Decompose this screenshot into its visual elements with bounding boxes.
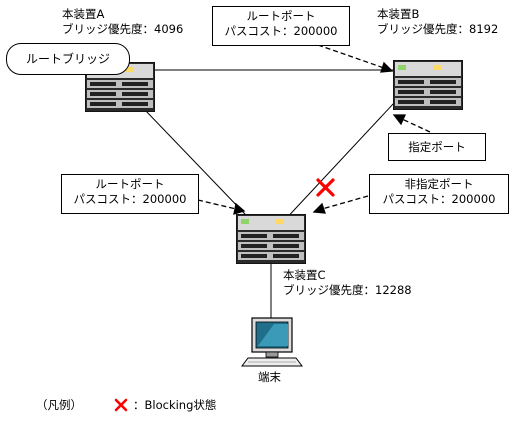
root-bridge-tag: ルートブリッジ bbox=[6, 43, 130, 75]
switch-chassis-icon bbox=[235, 213, 307, 268]
arrow-head bbox=[380, 61, 394, 73]
callout-line: パスコスト：200000 bbox=[224, 24, 338, 38]
legend-text: ：Blocking状態 bbox=[133, 398, 217, 412]
callout-b-designated-port: 指定ポート bbox=[388, 133, 486, 161]
device-b-name: 本装置B bbox=[377, 7, 420, 21]
legend-prefix: （凡例） bbox=[36, 398, 82, 412]
arrow-c-non-designated-port bbox=[321, 195, 369, 210]
switch-chassis-icon bbox=[392, 59, 464, 114]
callout-line: パスコスト：200000 bbox=[382, 192, 496, 206]
arrow-head bbox=[392, 114, 407, 126]
device-a-name: 本装置A bbox=[62, 7, 105, 21]
callout-line: 指定ポート bbox=[408, 140, 466, 154]
callout-b-root-port: ルートポート パスコスト：200000 bbox=[212, 6, 350, 46]
blocking-x-icon bbox=[114, 398, 128, 412]
callout-line: ルートポート bbox=[95, 177, 165, 191]
callout-line: パスコスト：200000 bbox=[73, 192, 187, 206]
callout-c-non-designated-port: 非指定ポート パスコスト：200000 bbox=[369, 174, 509, 214]
device-c-name: 本装置C bbox=[283, 268, 326, 282]
device-c-priority: ブリッジ優先度：12288 bbox=[283, 283, 412, 297]
callout-line: ルートポート bbox=[246, 9, 316, 23]
device-b-priority: ブリッジ優先度：8192 bbox=[377, 22, 499, 36]
blocking-x-icon bbox=[316, 178, 335, 197]
link-b-c bbox=[267, 87, 409, 239]
arrow-head bbox=[233, 202, 246, 215]
arrow-b-root-port bbox=[317, 44, 385, 69]
device-a-priority: ブリッジ優先度：4096 bbox=[62, 22, 184, 36]
arrow-c-root-port bbox=[197, 199, 237, 210]
device-b-label: 本装置B ブリッジ優先度：8192 bbox=[377, 7, 498, 37]
device-a-label: 本装置A ブリッジ優先度：4096 bbox=[62, 7, 183, 37]
terminal-label: 端末 bbox=[258, 370, 281, 384]
arrow-b-designated-port bbox=[401, 118, 431, 133]
pc-terminal-icon bbox=[241, 317, 303, 367]
callout-c-root-port: ルートポート パスコスト：200000 bbox=[61, 174, 199, 214]
callout-line: 非指定ポート bbox=[404, 177, 474, 191]
arrow-head bbox=[312, 202, 326, 214]
device-c-label: 本装置C ブリッジ優先度：12288 bbox=[283, 268, 412, 298]
